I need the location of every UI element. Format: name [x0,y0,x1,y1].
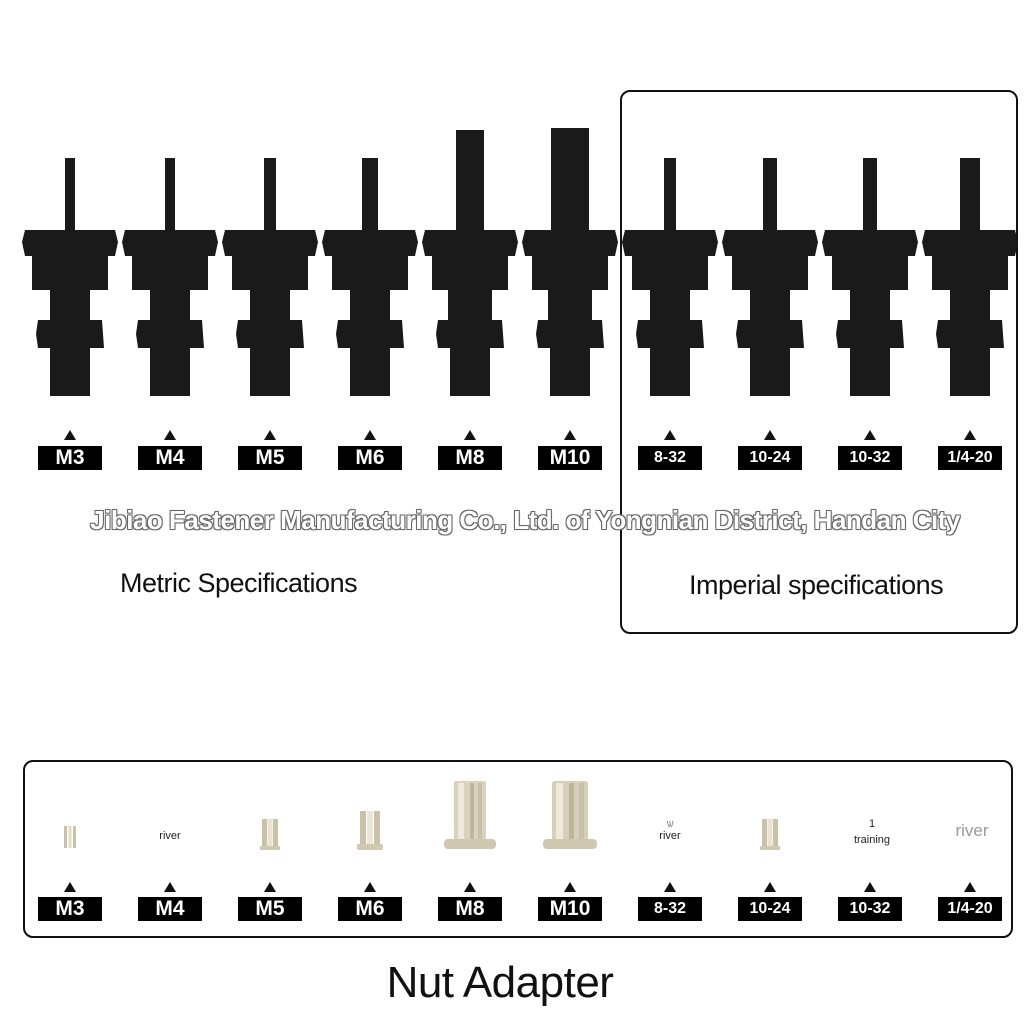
nut-m5-image [250,815,290,851]
nut-8-32-icon: ѡ [666,818,674,830]
size-label-10-24: 10-24 [738,446,802,470]
pointer-triangle-icon [64,430,76,440]
nut-adapter-title: Nut Adapter [386,958,614,1007]
pointer-triangle-icon [964,882,976,892]
metric-heading: Metric Specifications [120,568,358,598]
pointer-triangle-icon [64,882,76,892]
size-label-10-32: 10-32 [838,446,902,470]
pointer-triangle-icon [164,430,176,440]
size-label-m8: M8 [438,446,502,470]
mandrel-10-24-image [720,120,820,405]
pointer-triangle-icon [564,430,576,440]
pointer-triangle-icon [764,430,776,440]
pointer-triangle-icon [364,882,376,892]
mandrel-m4-image [120,120,220,405]
imperial-section-frame [620,90,1018,634]
nut-size-label-10-32: 10-32 [838,897,902,921]
nut-10-32-caption: training [853,834,891,846]
pointer-triangle-icon [864,882,876,892]
nut-size-label-m8: M8 [438,897,502,921]
pointer-triangle-icon [564,882,576,892]
nut-8-32-caption: river [659,830,681,842]
mandrel-m3-image [20,120,120,405]
mandrel-m5-image [220,120,320,405]
pointer-triangle-icon [864,430,876,440]
nut-10-24-image [750,815,790,851]
nut-m3-image [50,820,90,850]
pointer-triangle-icon [764,882,776,892]
size-label-1-4-20: 1/4-20 [938,446,1002,470]
pointer-triangle-icon [464,882,476,892]
size-label-m6: M6 [338,446,402,470]
nut-m4-caption: river [159,830,181,842]
pointer-triangle-icon [464,430,476,440]
nut-1-4-20-caption: river [955,821,989,840]
size-label-m4: M4 [138,446,202,470]
nut-size-label-10-24: 10-24 [738,897,802,921]
size-label-m3: M3 [38,446,102,470]
pointer-triangle-icon [964,430,976,440]
pointer-triangle-icon [264,882,276,892]
nut-size-label-m4: M4 [138,897,202,921]
nut-m10-image [540,778,600,851]
nut-size-label-m6: M6 [338,897,402,921]
size-label-8-32: 8-32 [638,446,702,470]
mandrel-8-32-image [620,120,720,405]
pointer-triangle-icon [664,882,676,892]
company-watermark: Jibiao Fastener Manufacturing Co., Ltd. … [90,505,960,535]
size-label-m5: M5 [238,446,302,470]
mandrel-m8-image [420,120,520,405]
pointer-triangle-icon [364,430,376,440]
imperial-heading: Imperial specifications [689,570,944,600]
nut-m8-image [440,775,500,851]
nut-m6-image [345,806,395,851]
mandrel-1-4-20-image [920,120,1020,405]
pointer-triangle-icon [664,430,676,440]
nut-size-label-m10: M10 [538,897,602,921]
pointer-triangle-icon [164,882,176,892]
nut-size-label-m5: M5 [238,897,302,921]
nut-10-32-number: 1 [868,818,876,830]
pointer-triangle-icon [264,430,276,440]
mandrel-m6-image [320,120,420,405]
size-label-m10: M10 [538,446,602,470]
nut-size-label-m3: M3 [38,897,102,921]
mandrel-10-32-image [820,120,920,405]
nut-size-label-1-4-20: 1/4-20 [938,897,1002,921]
mandrel-m10-image [520,120,620,405]
nut-size-label-8-32: 8-32 [638,897,702,921]
nut-adapter-frame [23,760,1013,938]
